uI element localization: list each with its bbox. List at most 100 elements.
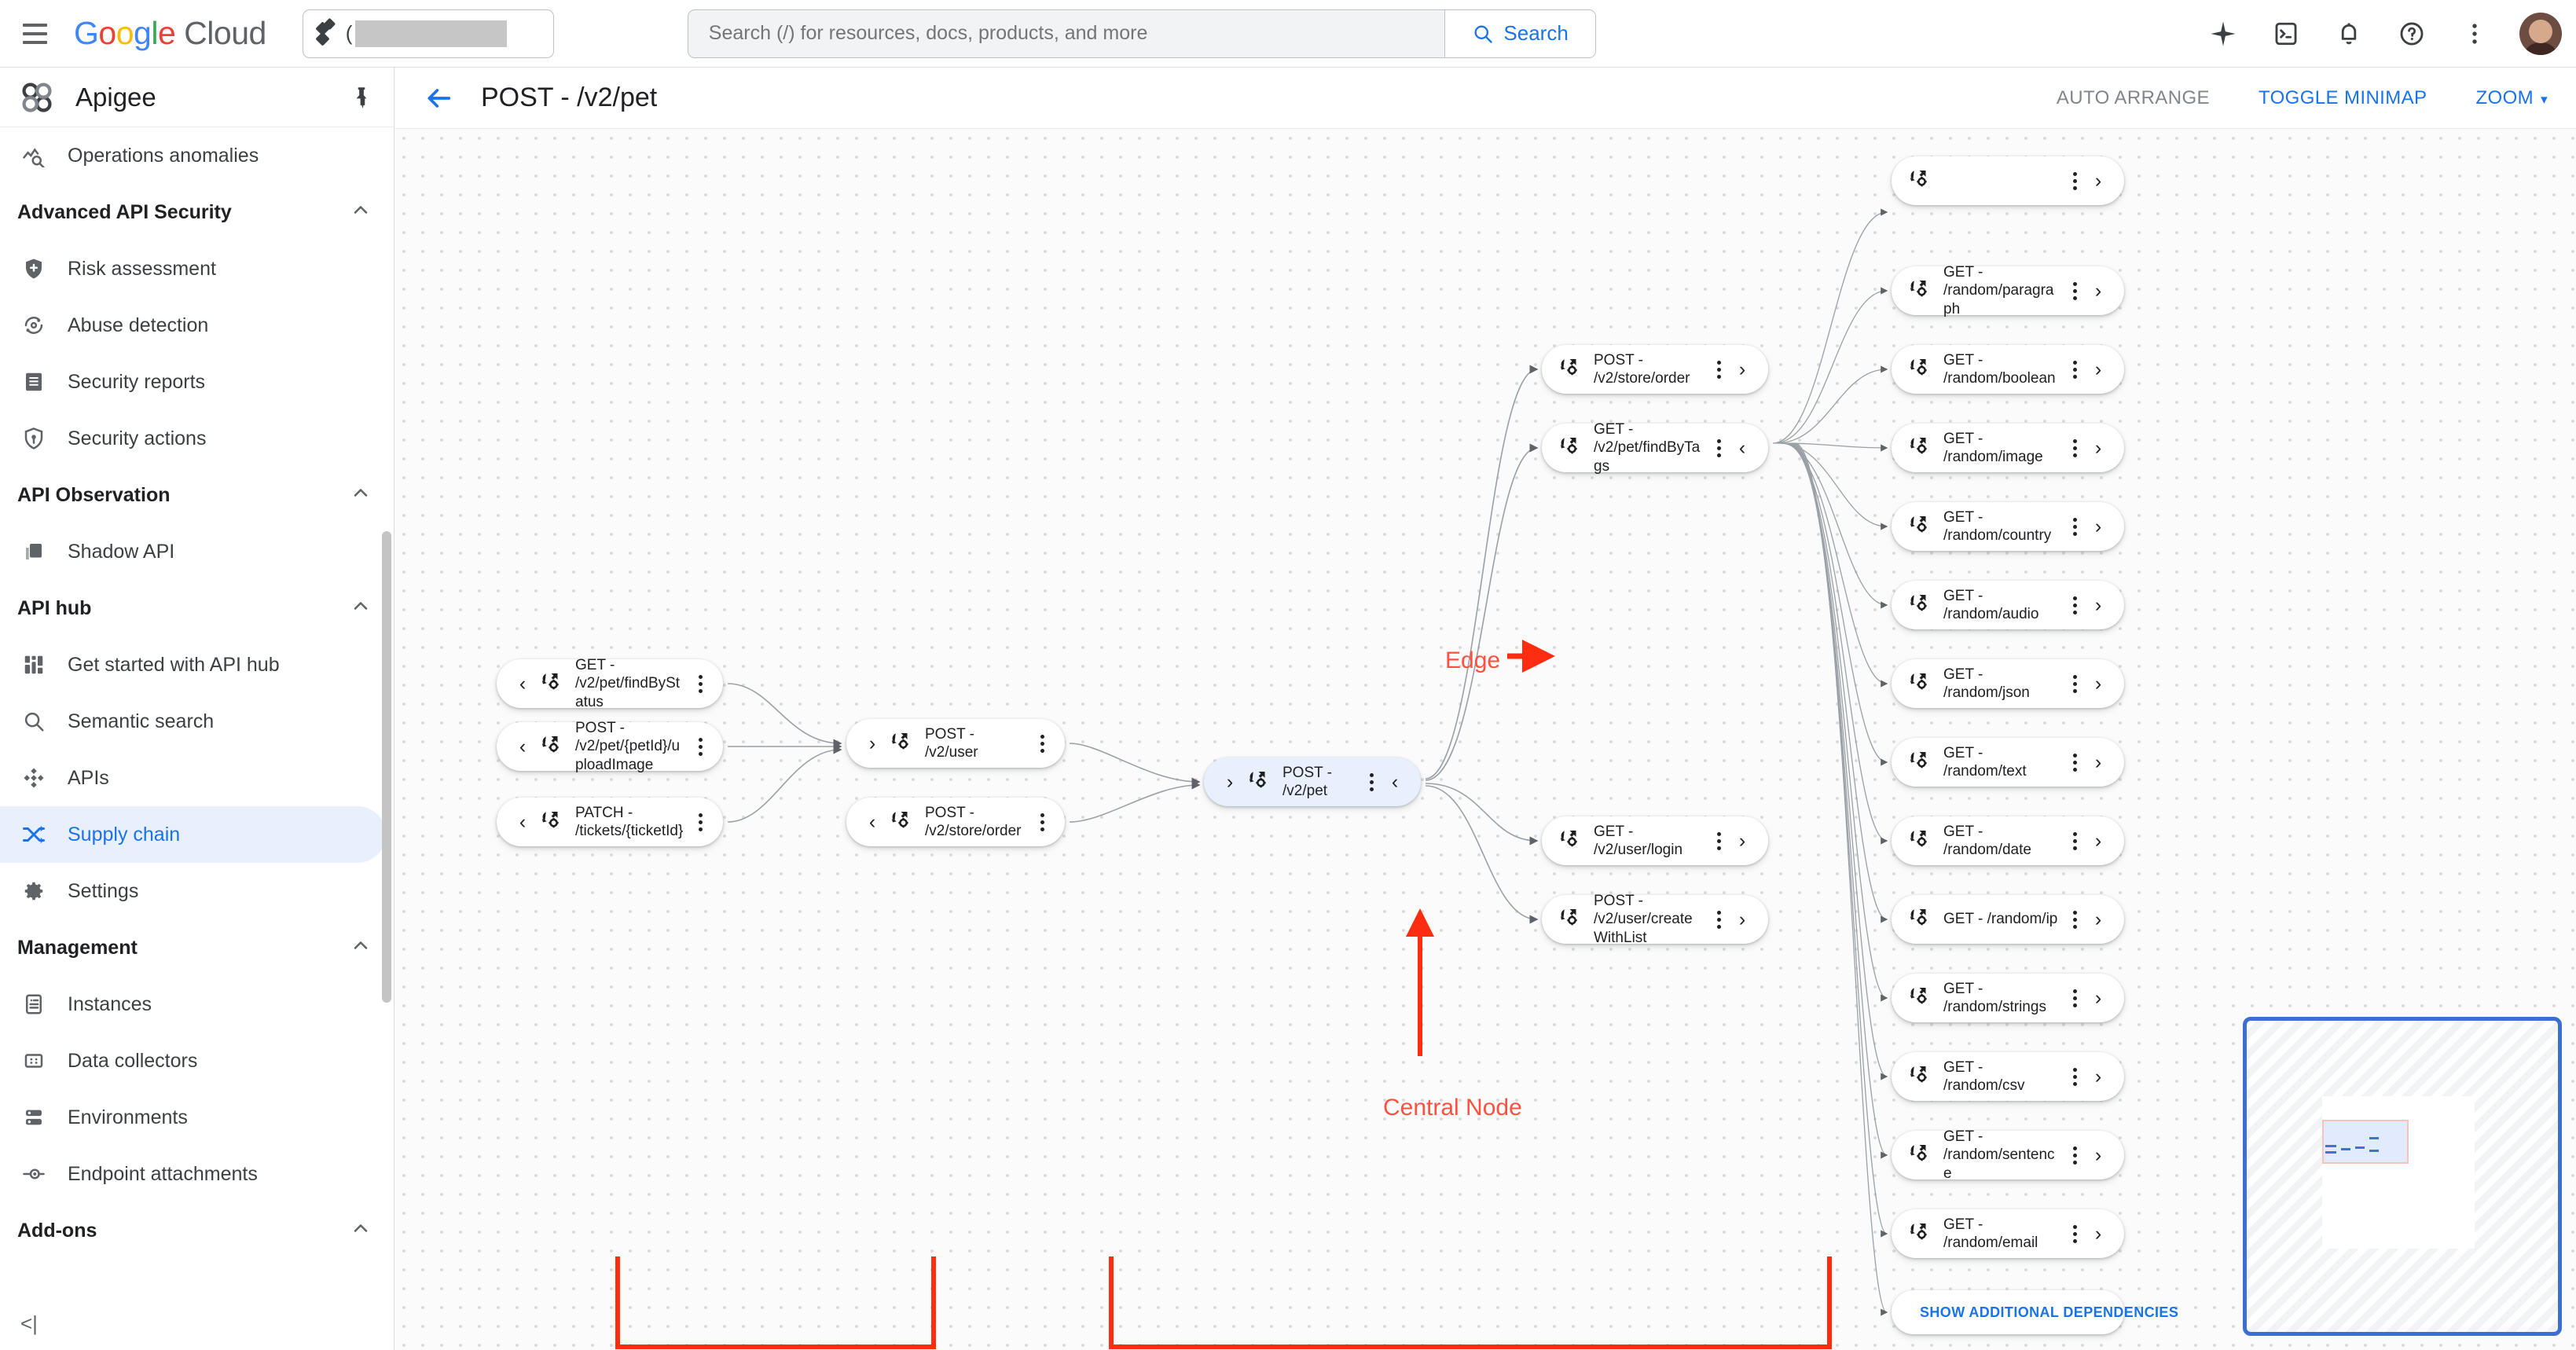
sidebar-item-supply-chain[interactable]: Supply chain: [0, 806, 386, 863]
node-more-options-icon[interactable]: [2064, 989, 2085, 1007]
notifications-bell-icon[interactable]: [2331, 16, 2367, 52]
sidebar-item-operations-anomalies[interactable]: Operations anomalies: [0, 127, 394, 184]
node-right-chevron-icon[interactable]: ‹: [1738, 436, 1746, 459]
action-auto-arrange[interactable]: AUTO ARRANGE: [2057, 87, 2210, 109]
gemini-sparkle-icon[interactable]: [2205, 16, 2241, 52]
sidebar-item-get-started-with-api-hub[interactable]: Get started with API hub: [0, 636, 394, 693]
node-right-chevron-icon[interactable]: ‹: [1391, 770, 1399, 793]
node-left-chevron-icon[interactable]: ›: [868, 732, 876, 754]
cloud-shell-icon[interactable]: [2268, 16, 2304, 52]
minimap-viewport[interactable]: [2322, 1120, 2409, 1164]
sidebar-item-endpoint-attachments[interactable]: Endpoint attachments: [0, 1146, 394, 1202]
node-more-options-icon[interactable]: [2064, 831, 2085, 850]
node-right-chevron-icon[interactable]: ›: [1738, 829, 1746, 852]
node-more-options-icon[interactable]: [690, 674, 710, 693]
node-more-options-icon[interactable]: [1032, 734, 1052, 753]
node-more-options-icon[interactable]: [1361, 772, 1382, 791]
sidebar-collapse-button[interactable]: <|: [20, 1311, 38, 1335]
search-input[interactable]: [688, 9, 1445, 57]
graph-node[interactable]: › POST - /v2/user: [846, 719, 1065, 768]
node-right-chevron-icon[interactable]: ›: [2094, 279, 2102, 302]
node-left-chevron-icon[interactable]: ‹: [868, 810, 876, 833]
node-more-options-icon[interactable]: [1708, 438, 1729, 457]
graph-node[interactable]: GET - /random/ip›: [1892, 895, 2124, 944]
node-right-chevron-icon[interactable]: ›: [2094, 1065, 2102, 1088]
pin-icon[interactable]: [348, 84, 375, 111]
node-more-options-icon[interactable]: [2064, 753, 2085, 772]
avatar[interactable]: [2519, 12, 2562, 55]
sidebar-group-advanced-api-security[interactable]: Advanced API Security: [0, 184, 394, 240]
node-right-chevron-icon[interactable]: ›: [2094, 986, 2102, 1009]
project-selector[interactable]: (: [302, 9, 554, 58]
node-right-chevron-icon[interactable]: ›: [2094, 436, 2102, 459]
graph-node[interactable]: ‹ POST - /v2/store/order: [846, 798, 1065, 846]
node-more-options-icon[interactable]: [2064, 1146, 2085, 1165]
hamburger-icon[interactable]: [17, 17, 52, 51]
graph-node[interactable]: POST - /v2/store/order›: [1542, 345, 1768, 394]
graph-node[interactable]: GET - /random/country›: [1892, 502, 2124, 551]
sidebar-item-instances[interactable]: Instances: [0, 976, 394, 1033]
graph-node[interactable]: GET - /random/sentence›: [1892, 1128, 2124, 1182]
node-more-options-icon[interactable]: [2064, 171, 2085, 190]
sidebar-group-management[interactable]: Management: [0, 919, 394, 976]
node-right-chevron-icon[interactable]: ›: [2094, 1143, 2102, 1166]
graph-node[interactable]: GET - /random/boolean›: [1892, 345, 2124, 394]
node-more-options-icon[interactable]: [2064, 910, 2085, 929]
node-more-options-icon[interactable]: [1708, 360, 1729, 379]
node-more-options-icon[interactable]: [1708, 831, 1729, 850]
sidebar-group-api-hub[interactable]: API hub: [0, 580, 394, 636]
search-button[interactable]: Search: [1444, 9, 1595, 57]
sidebar-item-data-collectors[interactable]: Data collectors: [0, 1033, 394, 1089]
minimap-panel[interactable]: [2243, 1017, 2562, 1336]
node-right-chevron-icon[interactable]: ›: [1738, 358, 1746, 380]
sidebar-item-security-reports[interactable]: Security reports: [0, 354, 394, 410]
global-search[interactable]: Search: [687, 9, 1596, 58]
back-arrow-icon[interactable]: [420, 79, 457, 117]
graph-node[interactable]: GET - /random/json›: [1892, 659, 2124, 708]
node-right-chevron-icon[interactable]: ›: [1738, 908, 1746, 930]
node-right-chevron-icon[interactable]: ›: [2094, 672, 2102, 695]
google-cloud-logo[interactable]: Google Cloud: [74, 15, 266, 51]
more-options-icon[interactable]: [2457, 16, 2493, 52]
node-more-options-icon[interactable]: [1708, 910, 1729, 929]
node-right-chevron-icon[interactable]: ›: [2094, 169, 2102, 192]
sidebar-scrollbar[interactable]: [382, 531, 391, 1003]
node-more-options-icon[interactable]: [2064, 281, 2085, 300]
graph-node[interactable]: ‹ POST - /v2/pet/{petId}/uploadImage: [497, 720, 723, 773]
node-left-chevron-icon[interactable]: ›: [1226, 770, 1234, 793]
graph-node[interactable]: GET - /random/strings›: [1892, 974, 2124, 1022]
sidebar-item-semantic-search[interactable]: Semantic search: [0, 693, 394, 750]
sidebar-item-security-actions[interactable]: Security actions: [0, 410, 394, 467]
node-more-options-icon[interactable]: [2064, 360, 2085, 379]
action-toggle-minimap[interactable]: TOGGLE MINIMAP: [2259, 87, 2427, 109]
node-right-chevron-icon[interactable]: ›: [2094, 358, 2102, 380]
node-right-chevron-icon[interactable]: ›: [2094, 829, 2102, 852]
graph-node[interactable]: GET - /random/text›: [1892, 738, 2124, 787]
sidebar-group-add-ons[interactable]: Add-ons: [0, 1202, 394, 1259]
graph-node[interactable]: POST - /v2/user/createWithList›: [1542, 893, 1768, 946]
node-right-chevron-icon[interactable]: ›: [2094, 515, 2102, 537]
sidebar-group-api-observation[interactable]: API Observation: [0, 467, 394, 523]
supply-chain-canvas[interactable]: Edge Central Node Downstream dependencie…: [394, 129, 2576, 1350]
graph-node[interactable]: GET - /random/paragraph›: [1892, 264, 2124, 317]
node-more-options-icon[interactable]: [2064, 1067, 2085, 1086]
node-left-chevron-icon[interactable]: ‹: [519, 735, 527, 758]
sidebar-item-abuse-detection[interactable]: Abuse detection: [0, 297, 394, 354]
graph-node[interactable]: GET - /v2/user/login›: [1542, 816, 1768, 865]
graph-node[interactable]: GET - /random/audio›: [1892, 581, 2124, 629]
graph-node[interactable]: GET - /random/image›: [1892, 424, 2124, 472]
graph-node[interactable]: ›: [1892, 156, 2124, 205]
help-icon[interactable]: [2394, 16, 2430, 52]
node-left-chevron-icon[interactable]: ‹: [519, 810, 527, 833]
sidebar-item-environments[interactable]: Environments: [0, 1089, 394, 1146]
node-more-options-icon[interactable]: [2064, 674, 2085, 693]
node-more-options-icon[interactable]: [2064, 438, 2085, 457]
show-additional-dependencies-button[interactable]: SHOW ADDITIONAL DEPENDENCIES: [1892, 1290, 2178, 1334]
node-right-chevron-icon[interactable]: ›: [2094, 750, 2102, 773]
graph-node[interactable]: ‹ GET - /v2/pet/findByStatus: [497, 657, 723, 710]
graph-node[interactable]: GET - /random/email›: [1892, 1209, 2124, 1258]
node-more-options-icon[interactable]: [2064, 596, 2085, 614]
node-more-options-icon[interactable]: [690, 737, 710, 756]
node-more-options-icon[interactable]: [2064, 1224, 2085, 1243]
graph-node[interactable]: GET - /random/csv›: [1892, 1052, 2124, 1101]
